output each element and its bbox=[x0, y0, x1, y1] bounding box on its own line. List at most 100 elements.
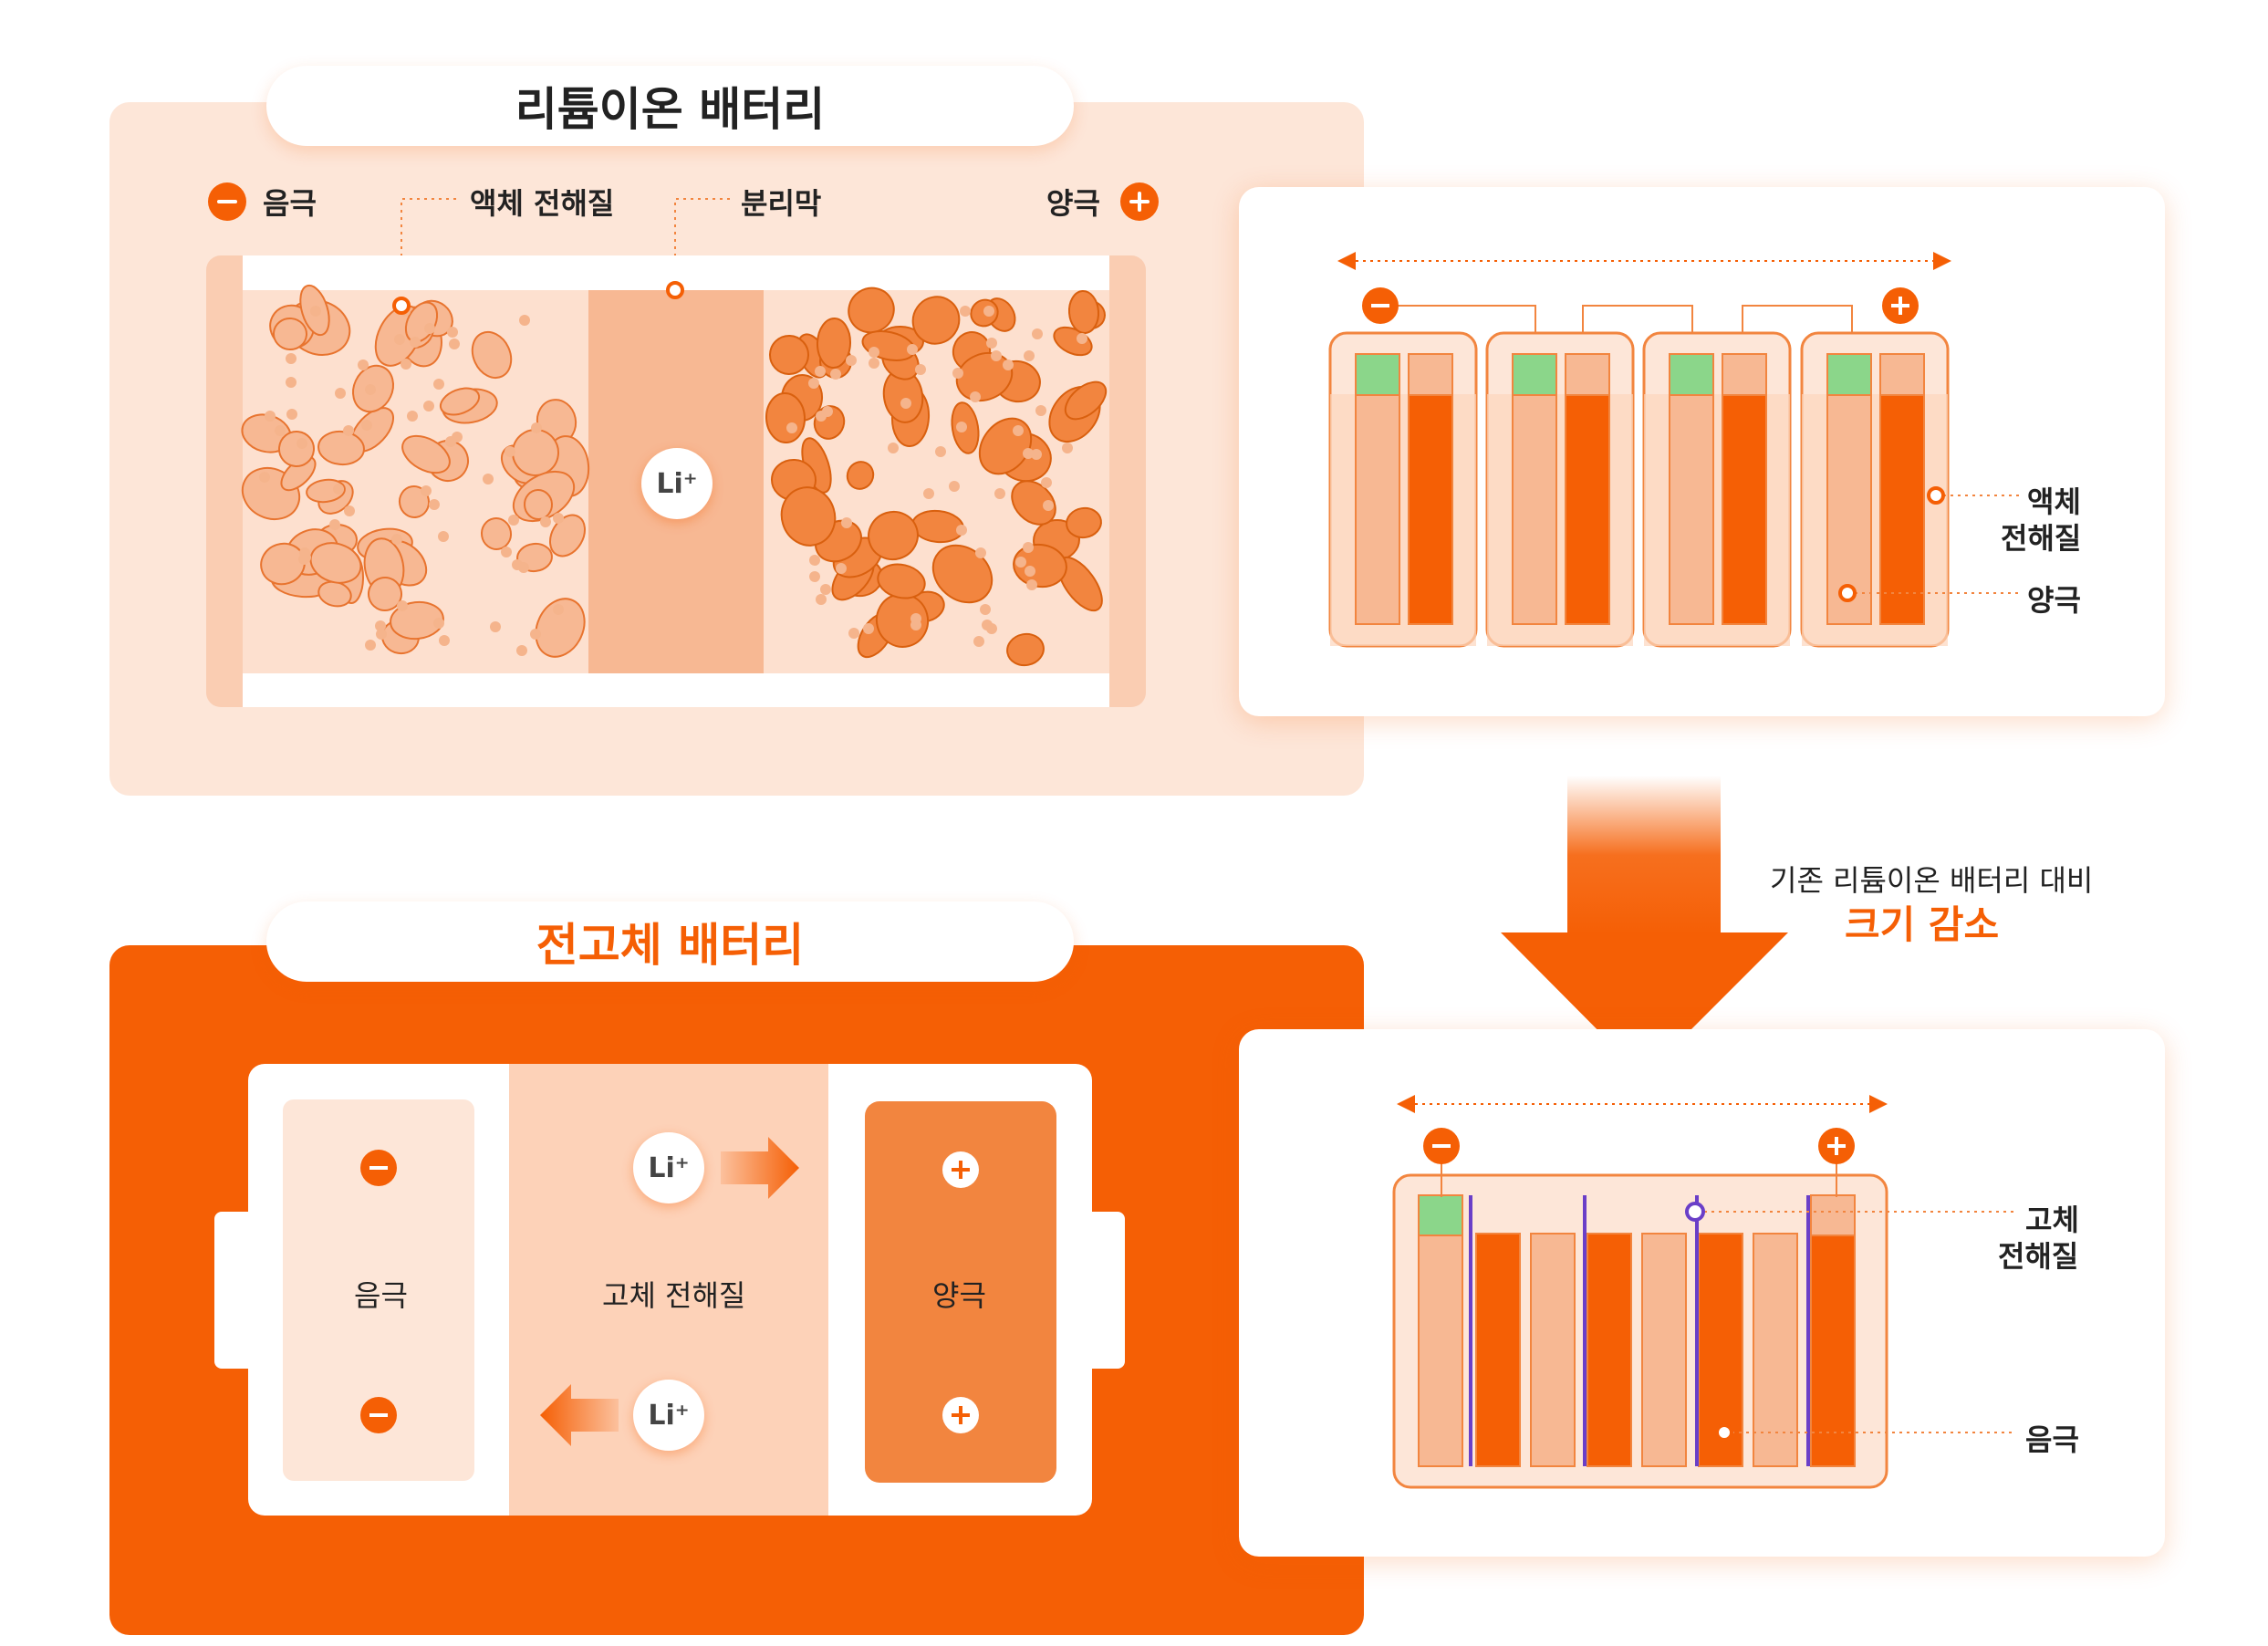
solid-electrolyte-label: 고체 전해질 bbox=[602, 1278, 746, 1313]
li-ion-title: 리튬이온 배터리 bbox=[266, 66, 1074, 146]
solid-electrolyte-dot bbox=[1685, 1202, 1705, 1222]
electrolyte-dot bbox=[424, 323, 435, 334]
electrolyte-dot bbox=[1023, 448, 1034, 459]
electrolyte-dot bbox=[986, 623, 997, 634]
electrolyte-dot bbox=[869, 358, 879, 369]
electrolyte-dot bbox=[410, 337, 421, 348]
electrolyte-dot bbox=[991, 350, 1002, 361]
arrow-right-icon bbox=[721, 1137, 799, 1199]
electrolyte-dot bbox=[786, 422, 797, 433]
electrolyte-dot bbox=[553, 513, 564, 524]
electrolyte-dot bbox=[391, 534, 402, 545]
electrolyte-dot bbox=[438, 531, 449, 542]
plus-icon bbox=[942, 1397, 979, 1433]
electrolyte-dot bbox=[286, 353, 297, 364]
electrolyte-dot bbox=[1024, 350, 1035, 361]
electrolyte-dot bbox=[343, 425, 354, 436]
electrolyte-dot bbox=[358, 359, 369, 370]
electrolyte-dot bbox=[923, 488, 934, 499]
electrolyte-dot bbox=[1026, 579, 1037, 590]
solid-stack-negative-label: 음극 bbox=[2025, 1422, 2079, 1457]
electrode-particle bbox=[1066, 506, 1102, 539]
liquid-electrolyte-dot bbox=[1927, 486, 1945, 505]
electrode-particle bbox=[512, 428, 559, 476]
electrolyte-dot bbox=[490, 621, 501, 632]
electrolyte-dot bbox=[1041, 477, 1052, 488]
electrolyte-dot bbox=[830, 369, 841, 380]
current-collector bbox=[1512, 353, 1557, 396]
electrolyte-dot bbox=[439, 635, 450, 646]
electrolyte-dot bbox=[516, 645, 527, 656]
positive-electrode-particles bbox=[765, 286, 1108, 667]
electrolyte-dot bbox=[259, 472, 270, 483]
electrolyte-dot bbox=[508, 515, 519, 526]
minus-icon bbox=[360, 1397, 397, 1433]
electrolyte-dot bbox=[530, 629, 541, 640]
electrolyte-dot bbox=[869, 347, 879, 358]
positive-electrode-dot bbox=[1838, 584, 1857, 602]
electrolyte-dot bbox=[1031, 449, 1042, 460]
electrolyte-dot bbox=[949, 481, 960, 492]
electrolyte-dot bbox=[423, 401, 434, 412]
solid-electrolyte-layer bbox=[1806, 1195, 1810, 1466]
minus-icon bbox=[360, 1150, 397, 1186]
electrolyte-dot bbox=[553, 604, 564, 615]
solid-electrolyte-layer bbox=[1469, 1195, 1472, 1466]
solid-electrolyte-layer bbox=[1695, 1195, 1699, 1466]
electrolyte-dot bbox=[286, 377, 297, 388]
electrolyte-dot bbox=[935, 446, 946, 457]
electrolyte-dot bbox=[836, 563, 847, 574]
electrode-particle bbox=[368, 577, 402, 611]
electrolyte-dot bbox=[376, 629, 387, 640]
electrolyte-dot bbox=[986, 338, 997, 349]
electrolyte-dot bbox=[286, 409, 297, 420]
electrolyte-dot bbox=[975, 547, 986, 558]
electrolyte-dot bbox=[531, 422, 542, 433]
electrolyte-dot bbox=[429, 499, 440, 510]
electrolyte-dot bbox=[407, 411, 418, 422]
electrolyte-dot bbox=[433, 618, 444, 629]
electrolyte-dot bbox=[333, 484, 344, 495]
electrolyte-dot bbox=[483, 474, 494, 484]
current-collector bbox=[1669, 353, 1714, 396]
electrode-particle bbox=[769, 335, 809, 375]
solid-cell-layer bbox=[1810, 1233, 1856, 1467]
electrode-particle bbox=[439, 387, 481, 416]
electrolyte-dot bbox=[433, 379, 444, 390]
stack-liquid-label-1: 액체 bbox=[2027, 484, 2081, 519]
plus-icon bbox=[942, 1151, 979, 1188]
solid-positive-label: 양극 bbox=[932, 1278, 986, 1313]
electrolyte-dot bbox=[956, 525, 967, 536]
electrolyte-dot bbox=[1015, 557, 1026, 568]
solid-stack-label-1: 고체 bbox=[2025, 1203, 2079, 1237]
electrolyte-dot bbox=[915, 364, 926, 375]
current-collector bbox=[1418, 1194, 1463, 1236]
electrolyte-dot bbox=[1043, 500, 1054, 511]
electrolyte-dot bbox=[1035, 405, 1046, 416]
electrolyte-dot bbox=[1025, 566, 1035, 577]
electrolyte-dot bbox=[375, 620, 386, 631]
current-collector bbox=[1355, 353, 1400, 396]
electrolyte-dot bbox=[809, 571, 820, 582]
stack-liquid-label-2: 전해질 bbox=[2001, 521, 2082, 556]
solid-cell-layer bbox=[1641, 1233, 1687, 1467]
negative-terminal-icon bbox=[208, 182, 246, 221]
electrolyte-dot bbox=[848, 628, 859, 639]
electrolyte-dot bbox=[994, 488, 1005, 499]
electrode-particle bbox=[471, 330, 513, 380]
electrolyte-dot bbox=[365, 640, 376, 651]
electrode-particle bbox=[1067, 290, 1100, 334]
li-ion-negative-label: 음극 bbox=[263, 186, 317, 221]
electrolyte-dot bbox=[1032, 328, 1043, 339]
electrolyte-dot bbox=[329, 519, 340, 530]
electrode-particle bbox=[390, 600, 444, 641]
electrolyte-dot bbox=[910, 620, 921, 630]
current-collector bbox=[1826, 353, 1872, 396]
electrolyte-dot bbox=[970, 391, 981, 402]
electrolyte-dot bbox=[447, 327, 458, 338]
electrode-particle bbox=[523, 489, 554, 520]
electrolyte-dot bbox=[907, 344, 918, 355]
electrode-particle bbox=[780, 486, 837, 547]
electrolyte-dot bbox=[501, 547, 512, 557]
